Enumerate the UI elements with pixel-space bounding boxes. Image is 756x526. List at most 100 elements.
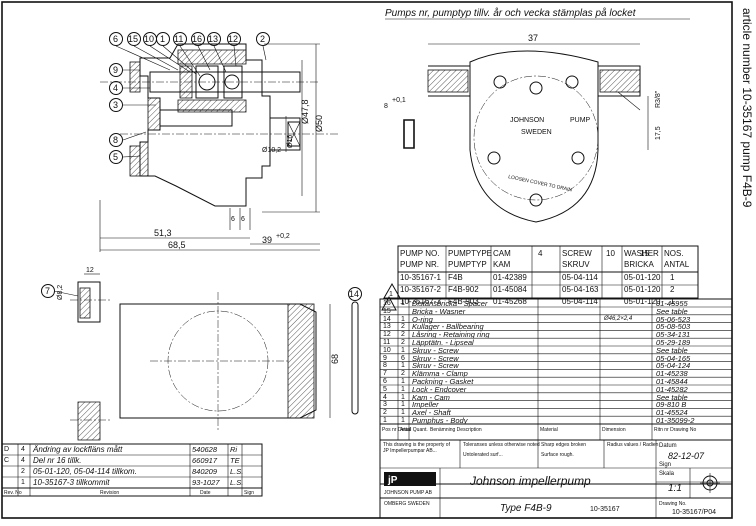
pump-table-header: PUMPTYP (448, 260, 487, 269)
revision-text: 10-35167-3 tillkommit (33, 478, 110, 487)
pump-table-cell: 01-42389 (493, 273, 527, 282)
parts-number: 05-29-189 (656, 338, 691, 347)
revision-no: 93-1027 (192, 478, 220, 487)
svg-text:9: 9 (113, 65, 118, 75)
legal-note: This drawing is the property of JP Impel… (383, 442, 450, 454)
parts-number: 05-06-523 (656, 314, 691, 324)
balloon-4: 4 (109, 81, 123, 95)
revision-qty: 4 (21, 446, 25, 453)
revision-grid (1, 443, 263, 497)
parts-header-cell: Dimension (602, 427, 626, 433)
pump-table-cell: 1 (670, 273, 675, 282)
projection-symbol (700, 473, 720, 493)
svg-text:5: 5 (113, 152, 118, 162)
svg-text:jP: jP (387, 475, 398, 486)
parts-qty: 6 (401, 354, 405, 362)
sheet-border (1, 1, 733, 519)
dim-d16: Ø16 (287, 135, 294, 148)
tolerance-note-2: Untolerated surf... (463, 452, 503, 458)
parts-pos: 13 (383, 323, 391, 331)
plate-line2: PUMP (570, 117, 591, 124)
plate-arc: LOOSEN COVER TO DRAIN (508, 174, 573, 193)
revision-letter: C (4, 457, 10, 464)
company-logo: jP (384, 472, 436, 486)
pump-table-header: PUMPTYPE (448, 249, 493, 258)
pump-table-cell: 01-45268 (493, 297, 527, 306)
parts-pos: 12 (383, 331, 391, 339)
company-sub: OMBERG SWEDEN (384, 501, 430, 507)
title-block-grid (379, 439, 733, 519)
pump-table-cell: F4B (448, 273, 463, 282)
pump-table-cell: 10-35167-1 (400, 273, 441, 282)
side-label: article number 10-35167 pump F4B-9 (740, 8, 754, 208)
pump-table-cell: F4B-902 (448, 285, 479, 294)
parts-name: Skruv - Screw (412, 361, 459, 371)
revision-header-cell: Revision (100, 490, 120, 496)
balloon-11: 11 (173, 32, 187, 46)
revision-text: Del nr 16 tillk. (33, 456, 82, 465)
parts-name: Bricka - Wasner (412, 306, 466, 316)
svg-text:10: 10 (144, 34, 154, 44)
parts-name: Packning - Gasket (412, 377, 474, 386)
parts-number: 09-810 B (656, 400, 687, 410)
parts-pos: 16 (383, 300, 391, 307)
pump-table-header: ANTAL (664, 260, 690, 269)
pump-table-cell: 05-01-120 (624, 273, 661, 282)
revision-no: 840209 (192, 467, 218, 476)
svg-text:14: 14 (349, 289, 359, 299)
parts-name: Kam - Cam (412, 392, 450, 402)
parts-qty: 2 (401, 323, 405, 331)
drawing-date: 82-12-07 (668, 451, 705, 461)
parts-number: 01-45282 (656, 384, 688, 394)
svg-text:4: 4 (113, 83, 118, 93)
parts-pos: 7 (383, 370, 387, 378)
pump-type: Type F4B-9 (500, 503, 552, 514)
parts-qty: 1 (401, 417, 405, 424)
pump-table-cell: 2 (670, 285, 675, 294)
dim-d8: 8 (384, 103, 388, 110)
parts-header-cell: Pos nr Detail (382, 427, 411, 433)
plate-line1: JOHNSON (510, 117, 544, 124)
dim-d01: +0,1 (392, 97, 406, 104)
parts-number: 05-08-503 (656, 322, 691, 332)
scale-value: 1:1 (668, 483, 682, 494)
balloon-2: 2 (256, 32, 270, 46)
sign-label: Sign (659, 462, 672, 468)
svg-text:15: 15 (128, 34, 138, 44)
parts-name: O-ring (412, 314, 433, 324)
dim-d66b: 6 (241, 216, 245, 223)
parts-pos: 1 (383, 417, 387, 424)
parts-pos: 10 (383, 346, 391, 354)
parts-number: 05-04-165 (656, 353, 691, 363)
svg-text:16: 16 (192, 34, 202, 44)
parts-dim: Ø46,2×2,4 (604, 315, 633, 322)
dim-d68: 68 (330, 354, 340, 364)
revision-text: Ändring av lockfläns mått (33, 445, 123, 454)
parts-qty: 1 (401, 401, 405, 409)
dim-d175: 17,5 (655, 126, 662, 140)
dim-d37: 37 (528, 33, 538, 43)
plate-line3: SWEDEN (521, 129, 552, 136)
pump-table-grid (397, 245, 699, 299)
parts-number: See table (656, 392, 688, 402)
parts-pos: 5 (383, 385, 387, 393)
balloon-16: 16 (191, 32, 205, 46)
parts-qty: 2 (401, 370, 405, 378)
pump-table-cell: 10-35167-2 (400, 285, 441, 294)
drawing-no-label: Drawing No. (659, 501, 687, 507)
revision-text: 05-01-120, 05-04-114 tillkom. (33, 467, 137, 476)
pump-table-header: 15 (640, 249, 649, 258)
pump-table-header: PUMP NO. (400, 249, 440, 258)
balloon-9: 9 (109, 63, 123, 77)
dim-d66a: 6 (231, 216, 235, 223)
dim-d685: 68,5 (168, 240, 186, 250)
parts-pos: 6 (383, 378, 387, 385)
revision-header-cell: Sign (244, 490, 255, 496)
parts-name: Axel - Shaft (412, 408, 451, 418)
balloon-12: 12 (227, 32, 241, 46)
pump-table-header: KAM (493, 260, 511, 269)
revision-marker: 1 (383, 282, 401, 299)
parts-name: Pumphus - Body (412, 416, 468, 425)
